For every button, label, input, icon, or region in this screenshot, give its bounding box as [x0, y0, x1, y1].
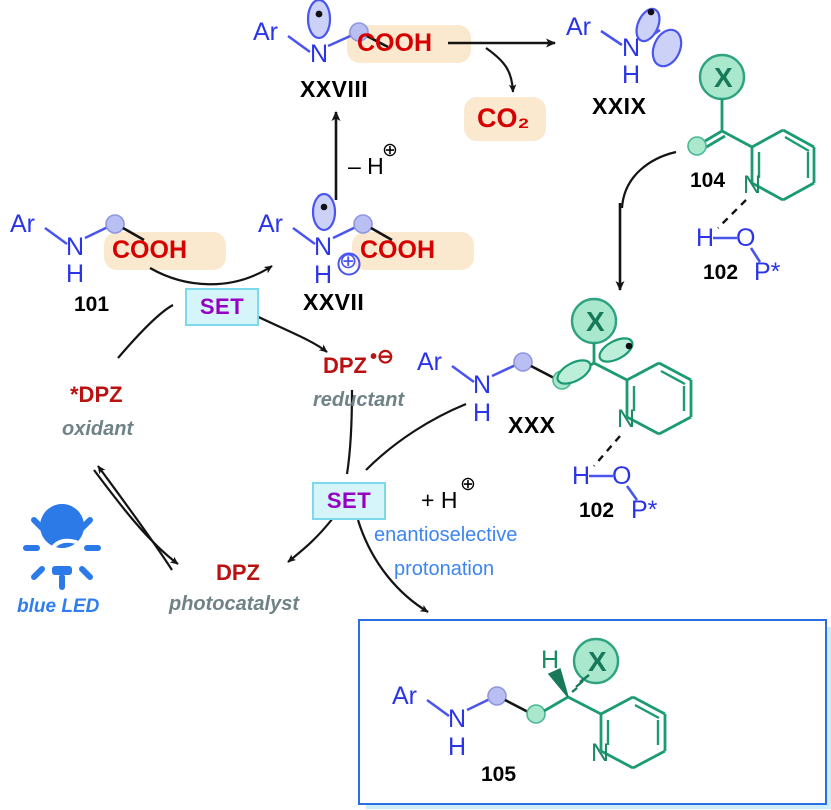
structure-xxviii-n: N	[310, 40, 329, 68]
arrow-radical-anion-to-set	[345, 389, 354, 475]
set-box-top[interactable]: SET	[185, 288, 259, 326]
structure-101-bonds	[44, 214, 145, 246]
cooh-highlight-101	[104, 232, 226, 270]
structure-102-h: H	[696, 224, 715, 252]
structure-xxix-h: H	[622, 61, 641, 89]
arrow-set-oxidation	[149, 265, 273, 286]
structure-xxx-ar: Ar	[417, 348, 442, 376]
structure-xxx-bonds	[451, 297, 693, 501]
structure-xxx-pyridine-n: N	[617, 405, 636, 433]
structure-xxvii-n: N	[314, 233, 333, 261]
protonation-label: + H	[421, 487, 458, 513]
structure-104-id: 104	[690, 169, 726, 192]
structure-105-h: H	[448, 733, 467, 761]
set-box-top-label: SET	[199, 294, 245, 319]
structure-105-id: 105	[481, 763, 517, 786]
structure-101-h: H	[66, 260, 85, 288]
arrow-dpz-excited-in	[117, 304, 174, 359]
structure-101-cooh: COOH	[112, 236, 187, 264]
structure-xxvii-charge: ⊕	[339, 248, 358, 273]
arrow-set-to-dpz	[287, 517, 334, 563]
structure-102-o: O	[736, 224, 756, 252]
structure-101-id: 101	[74, 293, 110, 316]
structure-102b-o: O	[612, 462, 632, 490]
excited-catalyst-label: *DPZ	[70, 382, 123, 407]
co2-label: CO₂	[477, 103, 530, 133]
structure-102-id: 102	[703, 261, 739, 284]
radical-anion-label: DPZ	[323, 353, 367, 378]
structure-101-ar: Ar	[10, 210, 35, 238]
structure-105-stereo-h: H	[541, 646, 560, 674]
arrow-excitation	[97, 465, 173, 571]
structure-105-ar: Ar	[392, 682, 417, 710]
enantioselective-label: enantioselective	[374, 524, 518, 546]
structure-xxviii-cooh: COOH	[357, 29, 432, 57]
radical-anion-role: reductant	[313, 389, 405, 411]
protonation-word-label: protonation	[394, 558, 495, 580]
structure-105-bonds	[426, 637, 667, 770]
structure-105-x: X	[588, 646, 607, 677]
deprotonation-label: – H	[348, 153, 384, 179]
structure-105-n: N	[448, 705, 467, 733]
deprotonation-charge: ⊕	[382, 140, 398, 161]
structure-xxx-x: X	[586, 306, 605, 337]
structure-102-p: P*	[754, 258, 781, 286]
blue-led-lightbulb-icon	[23, 504, 101, 590]
structure-105-pyridine-n: N	[591, 739, 610, 767]
structure-xxvii-cooh: COOH	[360, 236, 435, 264]
structure-xxvii-h: H	[314, 261, 333, 289]
arrow-104-feed	[620, 150, 677, 209]
set-box-bottom-label: SET	[326, 488, 372, 513]
structure-101-n: N	[66, 233, 85, 261]
structure-104-pyridine-n: N	[743, 171, 762, 199]
structure-xxx-n: N	[473, 371, 492, 399]
ground-catalyst-label: DPZ	[216, 560, 260, 585]
structure-xxix-bonds	[600, 7, 683, 68]
structure-102b-p: P*	[631, 496, 658, 524]
structure-xxx-h: H	[473, 399, 492, 427]
protonation-charge: ⊕	[460, 474, 476, 495]
ground-catalyst-role: photocatalyst	[169, 593, 300, 615]
hash-bond-to-x	[571, 674, 590, 693]
arrow-relaxation	[93, 469, 179, 565]
structure-104-bonds	[687, 53, 816, 263]
structure-xxvii-id: XXVII	[303, 289, 365, 315]
arrow-dpz-radical-anion-out	[247, 311, 328, 353]
structure-xxvii-ar: Ar	[258, 210, 283, 238]
structure-xxviii-id: XXVIII	[300, 76, 369, 102]
arrow-set-to-product	[356, 519, 429, 613]
structure-xxix-id: XXIX	[592, 93, 647, 119]
arrow-xxx-to-set	[365, 402, 467, 471]
structure-104-x: X	[714, 62, 733, 93]
arrow-co2-release	[485, 47, 517, 93]
structure-xxix-n: N	[622, 34, 641, 62]
set-box-bottom[interactable]: SET	[312, 482, 386, 520]
light-source-label: blue LED	[17, 596, 100, 617]
co2-highlight	[464, 97, 546, 141]
structure-xxix-ar: Ar	[566, 13, 591, 41]
structure-102b-id: 102	[579, 499, 615, 522]
structure-xxviii-bonds	[287, 0, 389, 54]
radical-anion-marks: •⊖	[370, 346, 394, 368]
excited-catalyst-role: oxidant	[62, 418, 134, 440]
structure-xxx-id: XXX	[508, 412, 556, 438]
structure-102b-h: H	[572, 462, 591, 490]
structure-xxviii-ar: Ar	[253, 18, 278, 46]
structure-xxvii-bonds	[292, 192, 393, 276]
cooh-highlight-xxvii	[352, 232, 474, 270]
